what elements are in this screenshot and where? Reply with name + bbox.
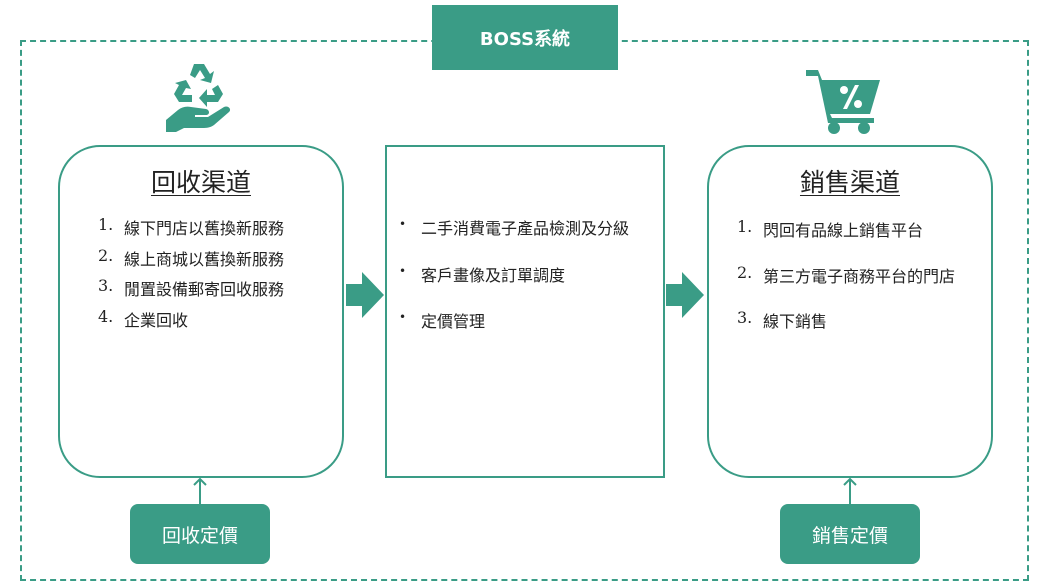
list-item: 3.線下銷售 <box>737 308 828 331</box>
sales-channel-title: 銷售渠道 <box>799 168 900 197</box>
recycle-pricing-label: 回收定價 <box>130 504 270 564</box>
right-arrow-icon <box>346 272 384 318</box>
list-item: 2.線上商城以舊換新服務 <box>98 245 285 269</box>
up-arrow-icon <box>193 477 207 505</box>
shopping-cart-percent-icon <box>806 70 880 134</box>
list-item: •客戶畫像及訂單調度 <box>399 263 566 285</box>
recycle-hand-icon <box>166 64 231 132</box>
boss-functions-list: •二手消費電子產品檢測及分級 •客戶畫像及訂單調度 •定價管理 <box>399 215 629 355</box>
boss-system-title-text: BOSS系統 <box>479 28 571 50</box>
list-item: 2.第三方電子商務平台的門店 <box>737 262 956 286</box>
right-arrow-icon <box>666 272 704 318</box>
recycle-channel-box: 回收渠道 1.線下門店以舊換新服務 2.線上商城以舊換新服務 3.閒置設備郵寄回… <box>58 145 344 478</box>
recycle-channel-title: 回收渠道 <box>150 168 251 197</box>
sales-pricing-label: 銷售定價 <box>780 504 920 564</box>
list-item: 1.閃回有品線上銷售平台 <box>737 217 924 240</box>
boss-system-title: BOSS系統 <box>432 5 618 70</box>
list-item: 3.閒置設備郵寄回收服務 <box>98 276 285 299</box>
sales-channel-list: 1.閃回有品線上銷售平台 2.第三方電子商務平台的門店 3.線下銷售 <box>737 217 955 354</box>
boss-functions-box: •二手消費電子產品檢測及分級 •客戶畫像及訂單調度 •定價管理 <box>385 145 665 478</box>
list-item: 1.線下門店以舊換新服務 <box>98 215 285 238</box>
list-item: 4.企業回收 <box>98 306 189 330</box>
list-item: •二手消費電子產品檢測及分級 <box>399 217 630 238</box>
up-arrow-icon <box>843 477 857 505</box>
recycle-channel-list: 1.線下門店以舊換新服務 2.線上商城以舊換新服務 3.閒置設備郵寄回收服務 4… <box>98 215 284 337</box>
list-item: •定價管理 <box>399 310 486 331</box>
sales-channel-box: 銷售渠道 1.閃回有品線上銷售平台 2.第三方電子商務平台的門店 3.線下銷售 <box>707 145 993 478</box>
